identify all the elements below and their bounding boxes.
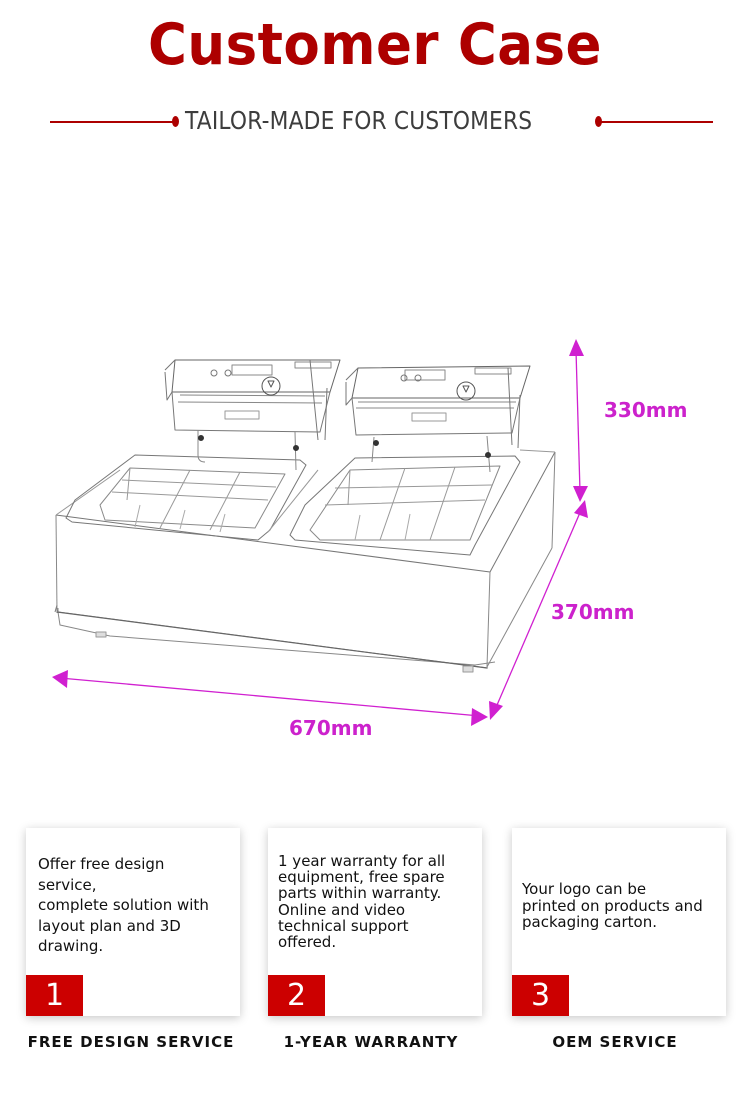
service-caption-design: FREE DESIGN SERVICE [27, 1033, 235, 1051]
product-dimension-drawing: 330mm 370mm 670mm [0, 320, 750, 760]
service-card-text: Your logo can be printed on products and… [522, 880, 703, 931]
decorative-dot-right [595, 116, 602, 127]
service-card-warranty: 1 year warranty for all equipment, free … [268, 828, 482, 1016]
page-title: Customer Case [148, 12, 602, 78]
decorative-dot-left [172, 116, 179, 127]
service-card-text: 1 year warranty for all equipment, free … [278, 852, 446, 952]
service-number-badge: 1 [26, 975, 83, 1016]
decorative-line-right [600, 121, 713, 123]
service-card-oem: Your logo can be printed on products and… [512, 828, 726, 1016]
service-card-design: Offer free design service, complete solu… [26, 828, 240, 1016]
dimension-height-label: 330mm [604, 398, 688, 422]
dimension-width-label: 670mm [289, 716, 373, 740]
service-card-text: Offer free design service, complete solu… [38, 855, 209, 955]
fryer-sketch-icon [52, 339, 588, 726]
service-number-badge: 3 [512, 975, 569, 1016]
service-caption-warranty: 1-YEAR WARRANTY [283, 1033, 459, 1051]
page-subtitle: TAILOR-MADE FOR CUSTOMERS [185, 106, 533, 135]
decorative-line-left [50, 121, 174, 123]
service-caption-oem: OEM SERVICE [552, 1033, 678, 1051]
subtitle-row: TAILOR-MADE FOR CUSTOMERS [0, 104, 750, 138]
service-number-badge: 2 [268, 975, 325, 1016]
dimension-depth-label: 370mm [551, 600, 635, 624]
